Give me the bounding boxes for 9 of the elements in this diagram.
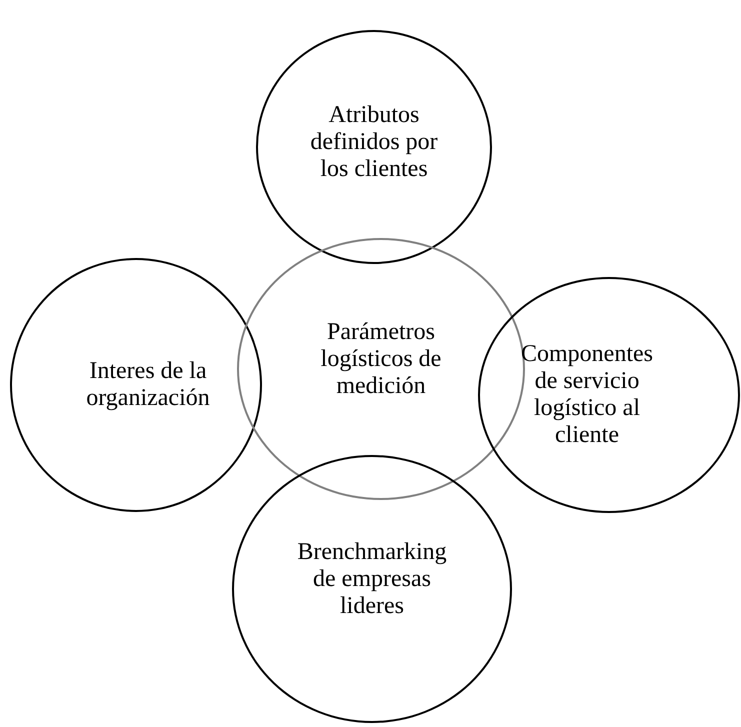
circle-label: Interes de la organización — [85, 358, 211, 412]
circle-shape — [478, 277, 740, 513]
circle-label: Parámetros logísticos de medición — [320, 318, 442, 400]
circle-shape — [10, 258, 262, 512]
circle-label: Brenchmarking de empresas lideres — [296, 538, 448, 620]
circle-shape — [232, 455, 512, 723]
circle-label: Atributos definidos por los clientes — [309, 102, 439, 182]
circle-label: Componentes de servicio logístico al cliente — [520, 341, 654, 449]
circle-shape — [256, 30, 492, 264]
